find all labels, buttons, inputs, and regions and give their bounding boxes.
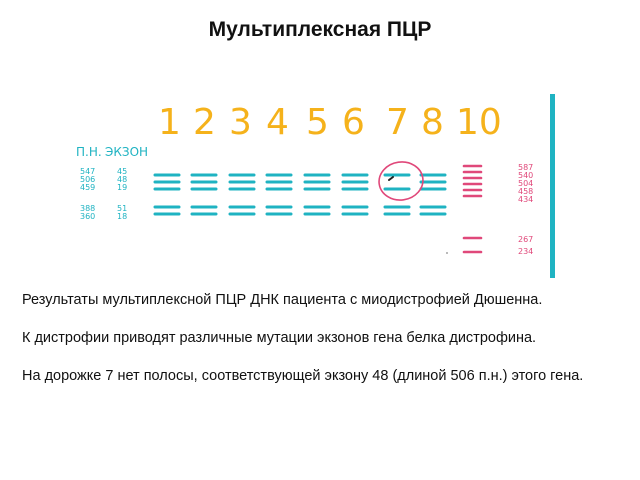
left-exon-45: 45 <box>117 167 127 176</box>
missing-band-tick <box>388 176 394 181</box>
left-exon-48: 48 <box>117 175 127 184</box>
paragraph-results: Результаты мультиплексной ПЦР ДНК пациен… <box>22 292 543 308</box>
lane-label-6: 6 <box>342 102 365 143</box>
lane-4-bands <box>265 173 293 216</box>
lane-label-4: 4 <box>266 102 289 143</box>
left-size-388: 388 <box>80 204 95 213</box>
missing-band-circle <box>378 161 424 201</box>
lane-label-7: 7 <box>386 102 409 143</box>
right-size-540: 540 <box>518 171 533 180</box>
lane-label-10: 10 <box>456 102 502 143</box>
size-header: П.Н. <box>76 145 102 159</box>
lane-number-labels: 1 2 3 4 5 6 7 8 10 <box>158 102 502 143</box>
lane-1-bands <box>153 173 181 216</box>
right-size-504: 504 <box>518 179 533 188</box>
lane-2-bands <box>190 173 218 216</box>
left-size-547: 547 <box>80 167 95 176</box>
exon-header: ЭКЗОН <box>105 145 148 159</box>
right-size-234: 234 <box>518 247 533 256</box>
sample-bands <box>153 173 447 216</box>
right-size-458: 458 <box>518 187 533 196</box>
lane-label-2: 2 <box>193 102 216 143</box>
gel-illustration: 1 2 3 4 5 6 7 8 10 П.Н. ЭКЗОН 547 45 506… <box>76 94 555 278</box>
lane-8-bands <box>419 173 447 216</box>
right-size-267: 267 <box>518 235 533 244</box>
left-size-506: 506 <box>80 175 95 184</box>
lane-3-bands <box>228 173 256 216</box>
ladder-bands <box>462 164 483 254</box>
lane-7-bands <box>383 173 411 216</box>
page-title: Мультиплексная ПЦР <box>208 18 432 41</box>
left-exon-51: 51 <box>117 204 127 213</box>
gel-edge-bar <box>550 94 555 278</box>
lane-label-8: 8 <box>421 102 444 143</box>
left-size-360: 360 <box>80 212 95 221</box>
pcr-gel-figure: 1 2 3 4 5 6 7 8 10 П.Н. ЭКЗОН 547 45 506… <box>0 80 640 280</box>
left-legend: П.Н. ЭКЗОН 547 45 506 48 459 19 388 51 3… <box>76 145 148 221</box>
missing-band-marker <box>378 161 424 201</box>
paragraph-lane-7: На дорожке 7 нет полосы, соответствующей… <box>22 368 584 384</box>
lane-label-5: 5 <box>306 102 329 143</box>
description-text: Результаты мультиплексной ПЦР ДНК пациен… <box>22 290 622 404</box>
lane-6-bands <box>341 173 369 216</box>
right-size-434: 434 <box>518 195 533 204</box>
paragraph-mutations: К дистрофии приводят различные мутации э… <box>22 330 537 346</box>
right-legend: 587 540 504 458 434 267 234 <box>518 163 533 256</box>
lane-5-bands <box>303 173 331 216</box>
left-exon-18: 18 <box>117 212 127 221</box>
lane-label-3: 3 <box>229 102 252 143</box>
left-size-459: 459 <box>80 183 95 192</box>
dot <box>446 252 448 254</box>
right-size-587: 587 <box>518 163 533 172</box>
lane-label-1: 1 <box>158 102 181 143</box>
left-exon-19: 19 <box>117 183 127 192</box>
